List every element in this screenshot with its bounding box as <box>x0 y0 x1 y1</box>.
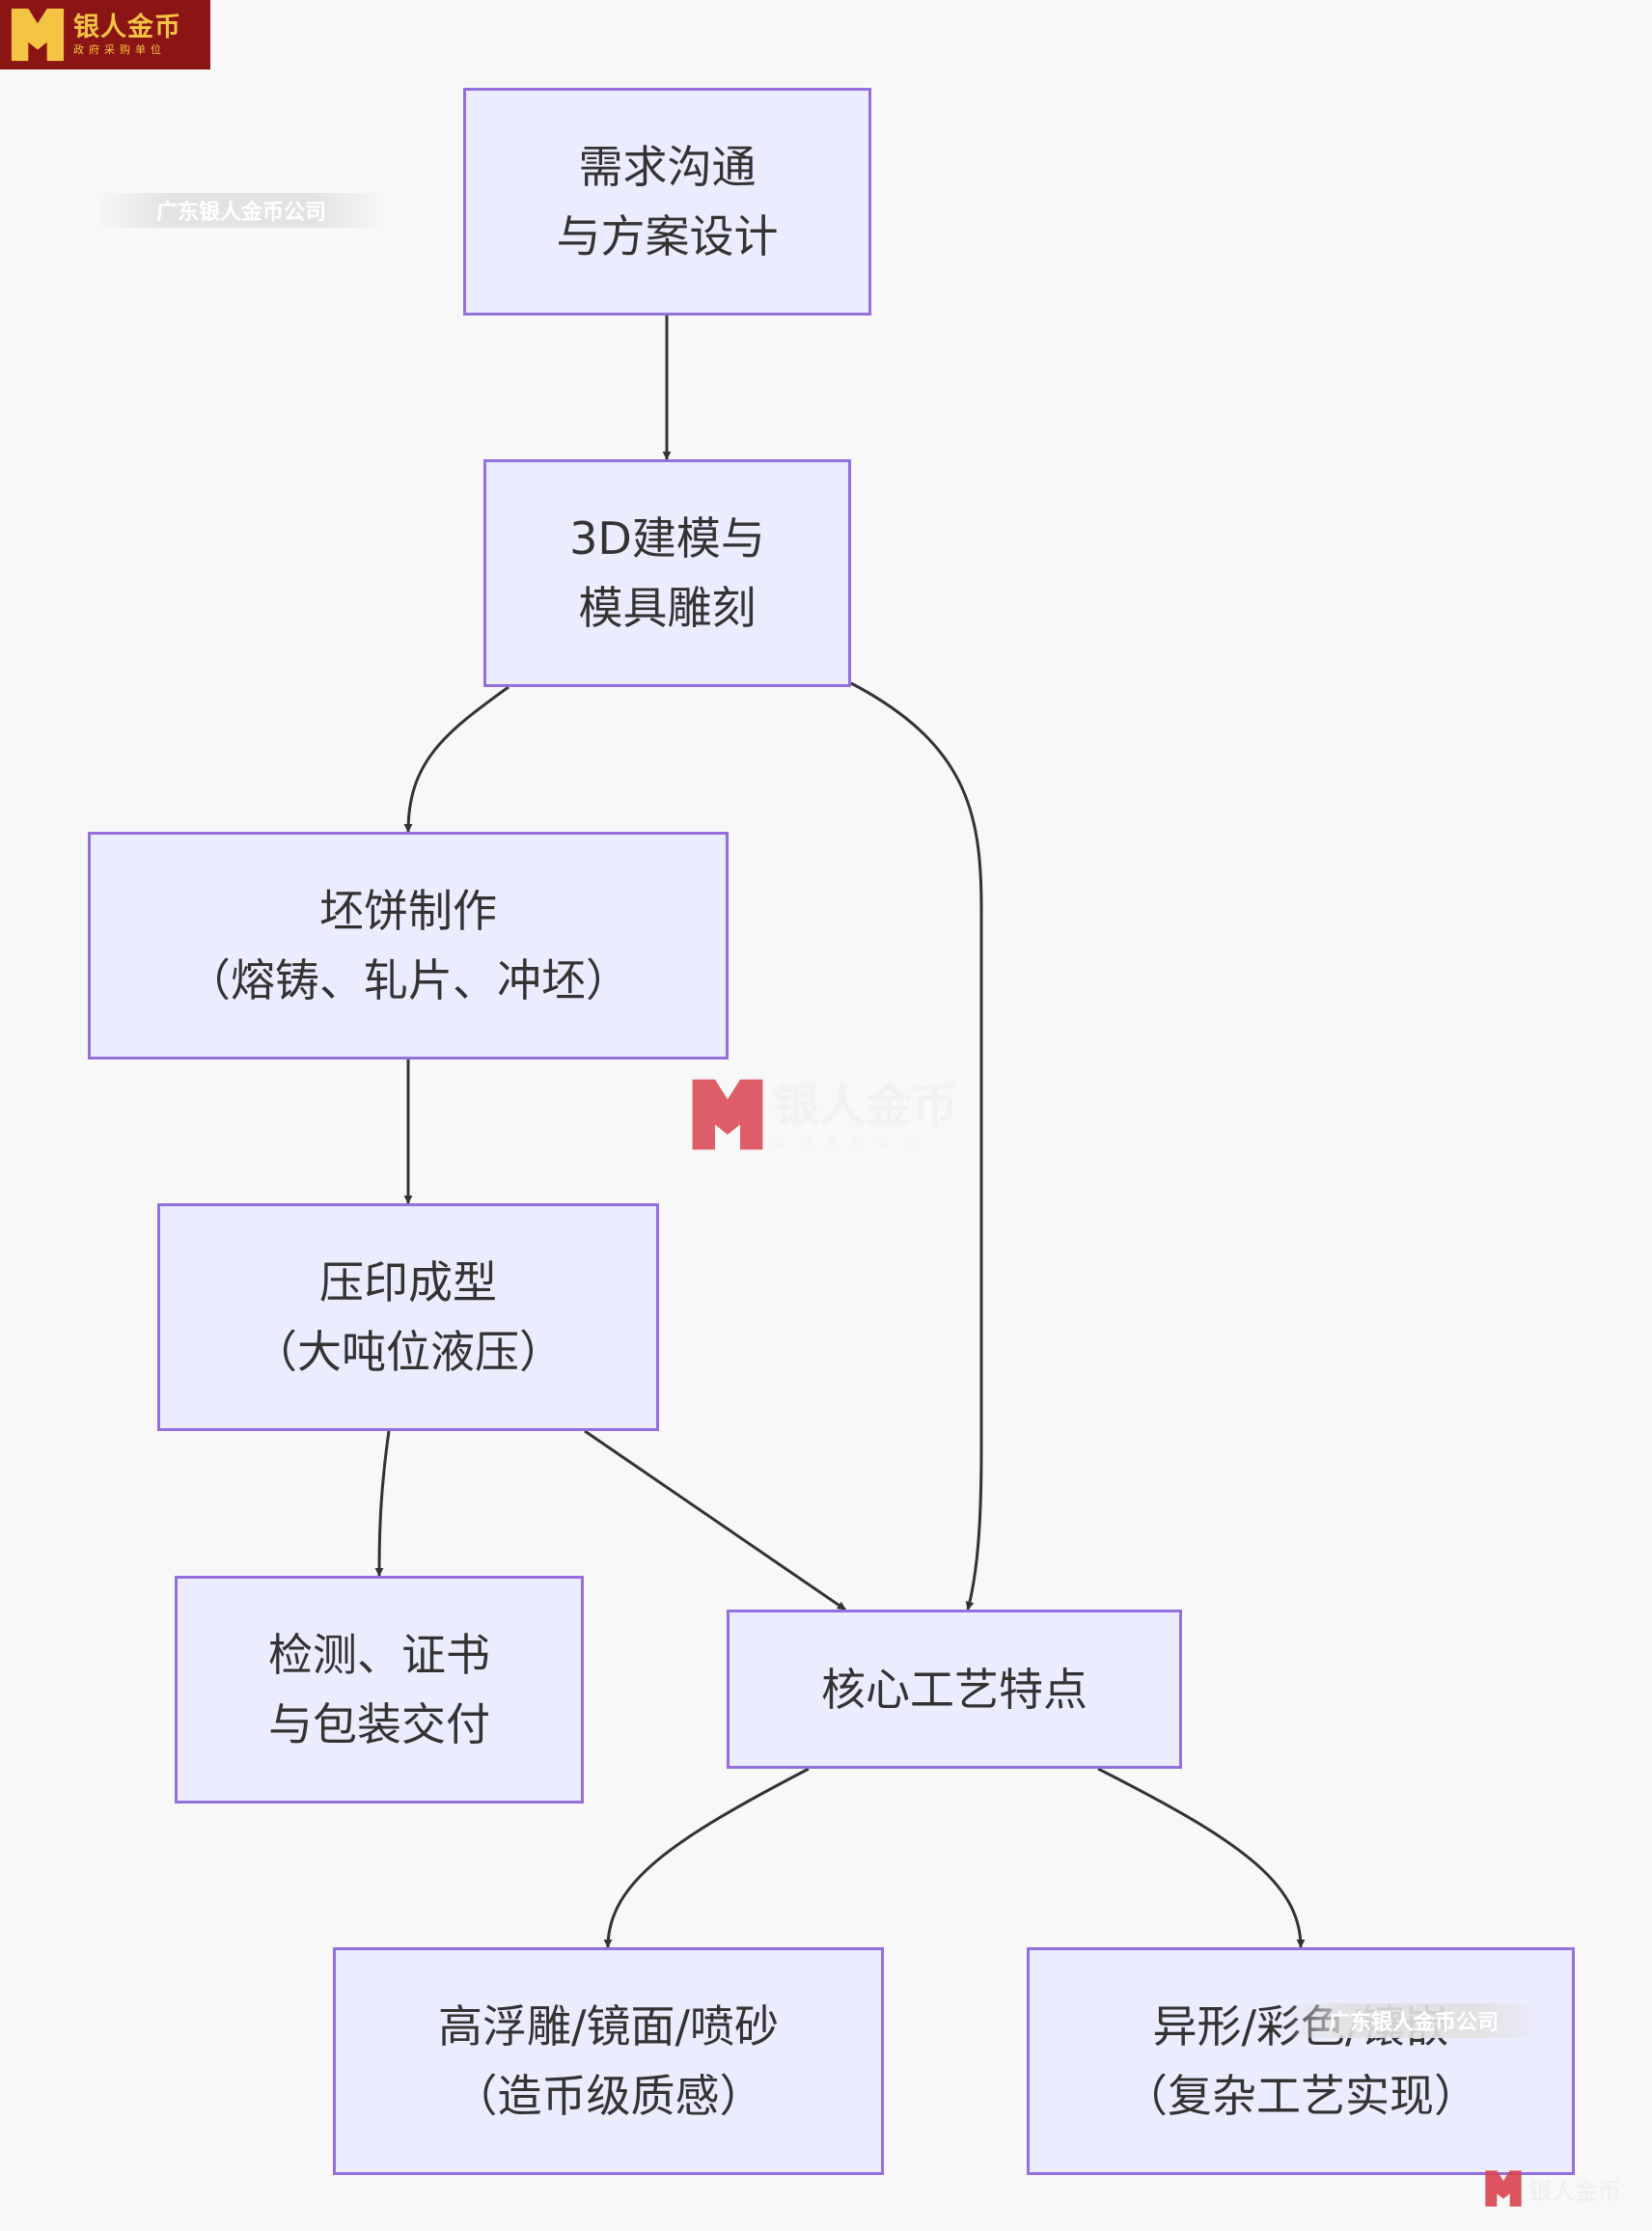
node-line: 高浮雕/镜面/喷砂 <box>438 2000 779 2052</box>
node-special-shape: 异形/彩色/镶嵌 （复杂工艺实现） <box>1027 1947 1575 2175</box>
node-line: （造币级质感） <box>453 2070 764 2122</box>
company-watermark: 广东银人金币公司 <box>96 193 386 228</box>
company-watermark-text: 广东银人金币公司 <box>155 201 326 225</box>
node-inspection-delivery: 检测、证书 与包装交付 <box>175 1576 584 1804</box>
brand-watermark-tagline: 政府采购单位 <box>773 1136 930 1151</box>
node-line: 模具雕刻 <box>578 582 757 634</box>
node-relief-finish: 高浮雕/镜面/喷砂 （造币级质感） <box>333 1947 884 2175</box>
overlay-watermark-text: 广东银人金币公司 <box>1328 2011 1499 2035</box>
node-line: （熔铸、轧片、冲坯） <box>186 954 630 1006</box>
brand-logo-icon <box>692 1079 763 1150</box>
node-requirements-design: 需求沟通 与方案设计 <box>463 88 871 316</box>
node-blank-making: 坯饼制作 （熔铸、轧片、冲坯） <box>88 832 729 1060</box>
node-line: （大吨位液压） <box>253 1326 564 1378</box>
node-3d-modeling: 3D建模与 模具雕刻 <box>483 459 851 687</box>
node-line: 与包装交付 <box>268 1698 490 1750</box>
edge-n4-to-n5 <box>374 1430 391 1577</box>
node-line: （复杂工艺实现） <box>1123 2070 1478 2122</box>
edge-n2-to-n3 <box>403 685 509 833</box>
brand-watermark-name: 银人金币 <box>773 1078 959 1133</box>
node-line: 3D建模与 <box>569 512 765 565</box>
edge-n2-to-n6 <box>850 681 983 1611</box>
overlay-watermark: 广东银人金币公司 <box>1283 2003 1544 2038</box>
logo-name: 银人金币 <box>73 13 181 42</box>
logo-mark-icon <box>11 8 65 62</box>
node-core-features: 核心工艺特点 <box>727 1610 1182 1769</box>
node-line: 与方案设计 <box>556 210 779 262</box>
corner-logo-icon <box>1485 2170 1522 2207</box>
corner-watermark: 银人金币 <box>1484 2167 1648 2210</box>
node-line: 压印成型 <box>319 1256 497 1308</box>
node-line: 检测、证书 <box>268 1629 490 1681</box>
node-line: 需求沟通 <box>578 141 757 193</box>
corner-watermark-text: 银人金币 <box>1528 2177 1621 2205</box>
node-line: 坯饼制作 <box>319 885 497 937</box>
brand-watermark: 银人金币 政府采购单位 <box>690 1076 1008 1153</box>
logo-tagline: 政府采购单位 <box>73 43 166 56</box>
edge-n4-to-n6 <box>584 1429 846 1611</box>
node-line: 核心工艺特点 <box>821 1663 1088 1716</box>
node-stamping: 压印成型 （大吨位液压） <box>157 1203 659 1431</box>
brand-logo: 银人金币 政府采购单位 <box>0 0 210 69</box>
edge-n6-to-n7 <box>603 1767 810 1948</box>
edge-n6-to-n8 <box>1097 1767 1306 1948</box>
